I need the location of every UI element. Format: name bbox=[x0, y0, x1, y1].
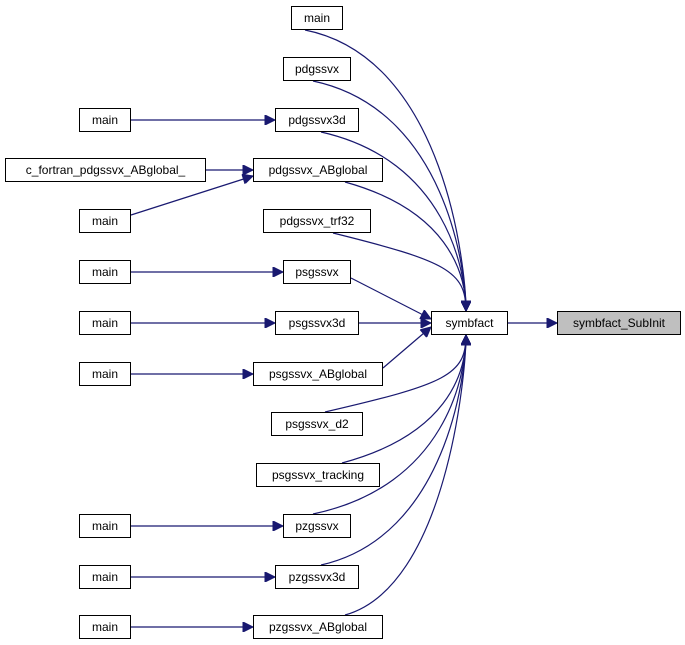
node-symbfact[interactable]: symbfact bbox=[431, 311, 508, 335]
node-c-fortran-pdgssvx-abglobal[interactable]: c_fortran_pdgssvx_ABglobal_ bbox=[5, 158, 206, 182]
node-pdgssvx-abglobal[interactable]: pdgssvx_ABglobal bbox=[253, 158, 383, 182]
call-edge-4 bbox=[344, 181, 466, 311]
node-psgssvx[interactable]: psgssvx bbox=[283, 260, 351, 284]
node-main[interactable]: main bbox=[79, 565, 131, 589]
node-pdgssvx[interactable]: pdgssvx bbox=[283, 57, 351, 81]
node-psgssvx3d[interactable]: psgssvx3d bbox=[275, 311, 359, 335]
node-main[interactable]: main bbox=[291, 6, 343, 30]
node-main[interactable]: main bbox=[79, 514, 131, 538]
node-main[interactable]: main bbox=[79, 615, 131, 639]
node-psgssvx-abglobal[interactable]: psgssvx_ABglobal bbox=[253, 362, 383, 386]
call-edge-6 bbox=[350, 277, 431, 320]
node-symbfact-subinit: symbfact_SubInit bbox=[557, 311, 681, 335]
node-main[interactable]: main bbox=[79, 362, 131, 386]
node-main[interactable]: main bbox=[79, 311, 131, 335]
call-edge-16 bbox=[130, 176, 253, 216]
call-edge-8 bbox=[382, 327, 431, 369]
node-pzgssvx3d[interactable]: pzgssvx3d bbox=[275, 565, 359, 589]
call-edge-13 bbox=[344, 335, 466, 616]
node-main[interactable]: main bbox=[79, 209, 131, 233]
node-pzgssvx[interactable]: pzgssvx bbox=[283, 514, 351, 538]
node-psgssvx-tracking[interactable]: psgssvx_tracking bbox=[256, 463, 380, 487]
node-pzgssvx-abglobal[interactable]: pzgssvx_ABglobal bbox=[253, 615, 383, 639]
call-edge-5 bbox=[332, 232, 466, 311]
node-psgssvx-d2[interactable]: psgssvx_d2 bbox=[271, 412, 363, 436]
node-main[interactable]: main bbox=[79, 260, 131, 284]
node-pdgssvx3d[interactable]: pdgssvx3d bbox=[275, 108, 359, 132]
call-edge-10 bbox=[341, 335, 466, 464]
node-main[interactable]: main bbox=[79, 108, 131, 132]
node-pdgssvx-trf32[interactable]: pdgssvx_trf32 bbox=[263, 209, 371, 233]
